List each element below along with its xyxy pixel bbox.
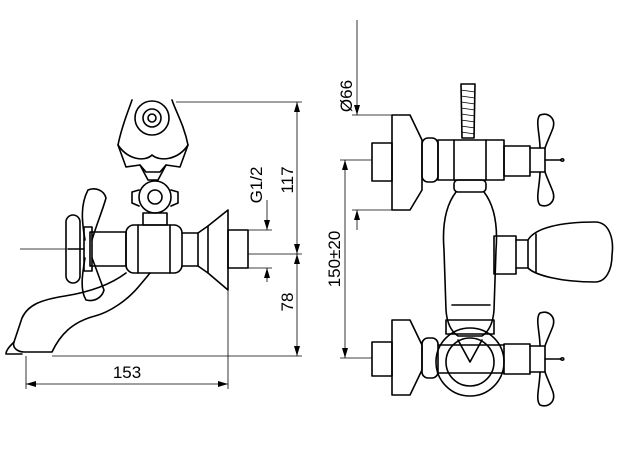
swivel-knuckle: [131, 180, 179, 226]
top-valve: [371, 113, 565, 211]
dimension-center-distance: 150±20: [325, 159, 372, 359]
wall-flange: [197, 209, 249, 291]
bath-spout: [5, 272, 151, 355]
dimension-117-label: 117: [278, 166, 297, 193]
dimension-center-distance-label: 150±20: [325, 231, 344, 288]
dimension-thread-label: G1/2: [247, 167, 266, 204]
dimension-117: 117: [176, 101, 302, 255]
shower-hose: [460, 83, 476, 139]
dimension-78-label: 78: [278, 293, 297, 312]
front-view: Ø66 150±20: [325, 20, 614, 407]
center-column: [442, 191, 498, 337]
cross-handle: [20, 188, 107, 302]
dimension-78: 78: [52, 254, 302, 357]
dimension-thread: G1/2: [247, 167, 272, 282]
spout-outlet: [435, 327, 505, 397]
diverter-lever: [493, 221, 614, 283]
side-view: 117 G1/2 78 153: [5, 99, 302, 389]
dimension-diameter-label: Ø66: [337, 80, 356, 112]
dimension-153-label: 153: [113, 363, 141, 382]
dimension-153: 153: [25, 290, 229, 389]
dimension-diameter: Ø66: [337, 20, 410, 230]
mixer-body: [83, 224, 199, 274]
shower-holder: [117, 99, 189, 181]
